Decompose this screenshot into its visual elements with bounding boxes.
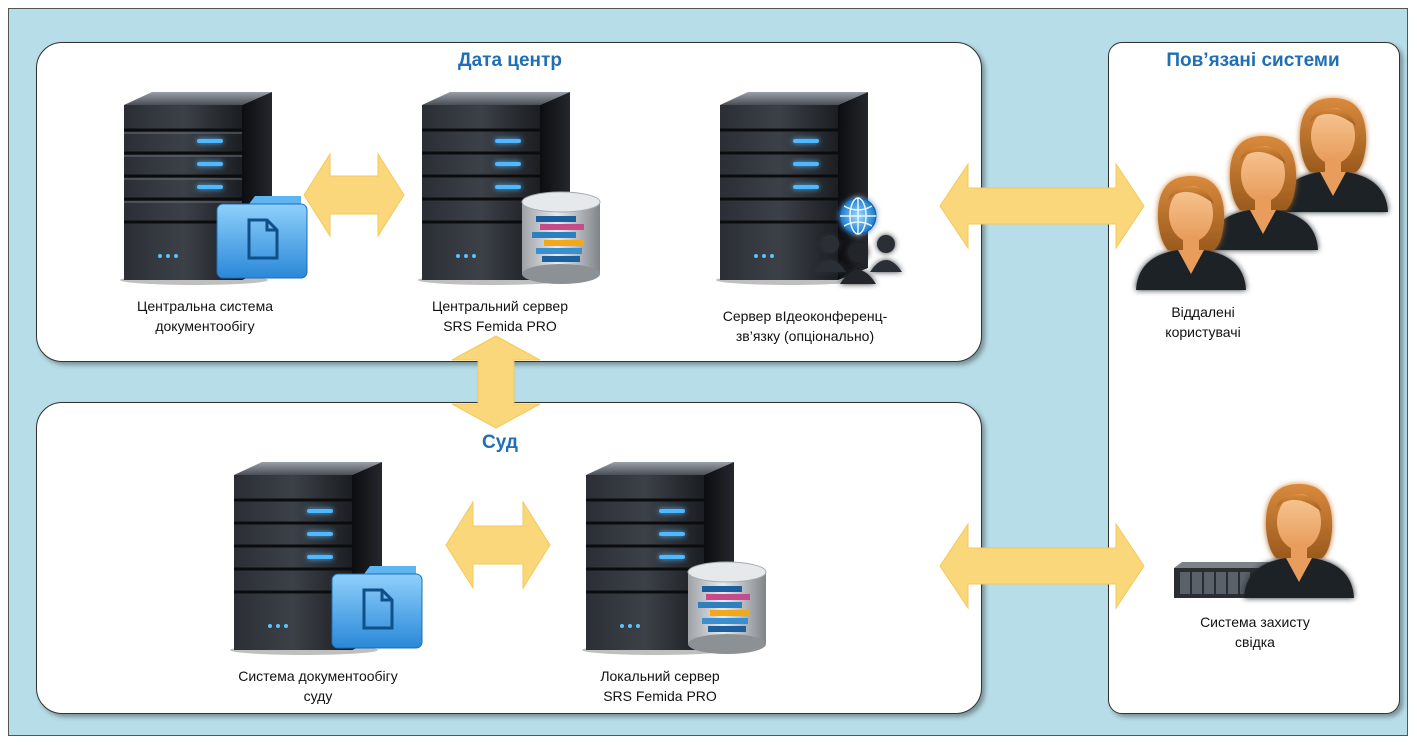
datacenter-title: Дата центр — [458, 50, 562, 71]
database-icon — [684, 560, 770, 656]
server-icon — [708, 90, 878, 285]
user-avatar-icon — [1270, 92, 1396, 214]
user-avatar-icon — [1128, 170, 1254, 292]
bidirectional-arrow-long — [939, 160, 1145, 252]
central-dms-label: Центральна система документообігу — [136, 298, 273, 334]
local-server-label: Локальний сервер SRS Femida PRO — [600, 668, 720, 704]
witness-protection-label: Система захисту свідка — [1200, 614, 1310, 650]
bidirectional-arrow-horizontal — [445, 498, 551, 592]
user-avatar-icon — [1200, 130, 1326, 252]
bidirectional-arrow-long — [939, 520, 1145, 612]
witness-avatar-icon — [1236, 478, 1362, 600]
folder-document-icon — [213, 192, 313, 282]
remote-users-label: Віддалені користувачі — [1165, 304, 1241, 340]
court-dms-label: Система документообігу суду — [238, 668, 398, 704]
conference-globe-icon — [808, 192, 908, 284]
video-server-label: Сервер вІдеоконференц- зв’язку (опціонал… — [722, 308, 888, 344]
bidirectional-arrow-horizontal — [303, 150, 405, 240]
related-systems-title: Пов’язані системи — [1166, 50, 1340, 71]
court-title: Суд — [482, 432, 518, 453]
central-server-label: Центральний сервер SRS Femida PRO — [431, 298, 568, 334]
folder-document-icon — [328, 562, 428, 652]
bidirectional-arrow-vertical — [448, 335, 544, 429]
database-icon — [518, 190, 604, 286]
